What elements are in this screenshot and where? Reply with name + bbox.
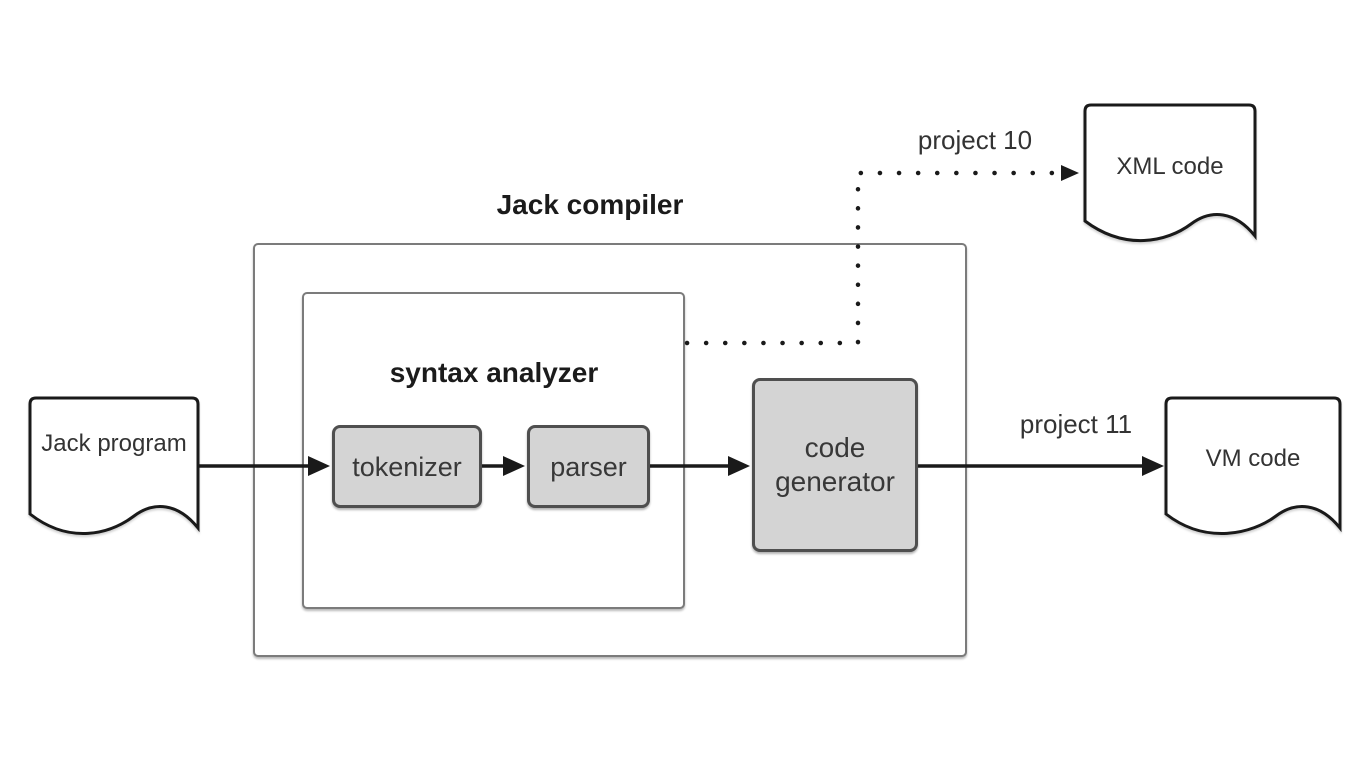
tokenizer-module: tokenizer — [332, 425, 482, 508]
code-generator-label: code generator — [775, 432, 895, 497]
project-10-label: project 10 — [917, 125, 1033, 155]
xml-code-label: XML code — [1116, 153, 1224, 180]
tokenizer-label: tokenizer — [352, 451, 462, 482]
jack-program-document — [28, 396, 200, 535]
vm-code-label: VM code — [1205, 445, 1301, 472]
parser-module: parser — [527, 425, 650, 508]
code-generator-module: code generator — [752, 378, 918, 552]
syntax-analyzer-title: syntax analyzer — [389, 357, 599, 388]
jack-program-label: Jack program — [41, 430, 187, 457]
project-11-label: project 11 — [1019, 409, 1133, 439]
jack-compiler-title: Jack compiler — [496, 189, 684, 220]
parser-label: parser — [550, 451, 627, 482]
